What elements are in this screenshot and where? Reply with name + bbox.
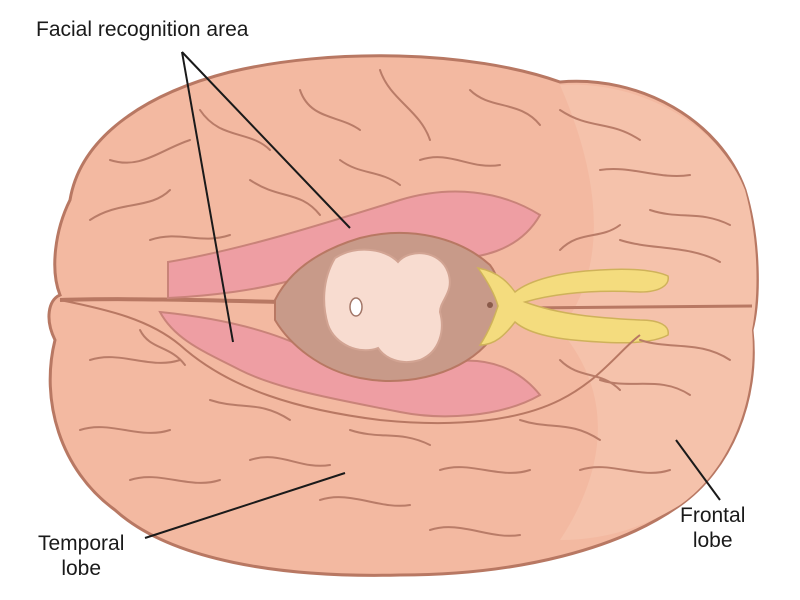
pons	[323, 248, 451, 364]
facial-leader-upper	[181, 51, 351, 229]
facial-recognition-label: Facial recognition area	[36, 18, 249, 41]
temporal-leader	[144, 472, 346, 539]
pituitary-dot	[487, 302, 493, 308]
longitudinal-fissure	[519, 304, 753, 310]
temporal-label-line1: Temporal	[38, 532, 125, 555]
pons-highlight	[349, 297, 363, 317]
posterior-fissure	[59, 297, 281, 304]
frontal-label-line1: Frontal	[680, 504, 746, 527]
facial-leader-lower	[181, 51, 234, 343]
leader-lines	[144, 51, 721, 539]
frontal-lobe-region	[560, 84, 757, 541]
temporal-label-line2: lobe	[61, 557, 102, 580]
temporal-lobe-boundary	[59, 299, 641, 425]
gyri-lines	[79, 69, 731, 537]
frontal-lobe-label: Frontal lobe	[680, 503, 745, 553]
frontal-label-line2: lobe	[692, 529, 733, 552]
frontal-leader	[675, 439, 721, 501]
optic-chiasm	[476, 266, 669, 346]
temporal-lobe-label: Temporal lobe	[38, 531, 124, 581]
